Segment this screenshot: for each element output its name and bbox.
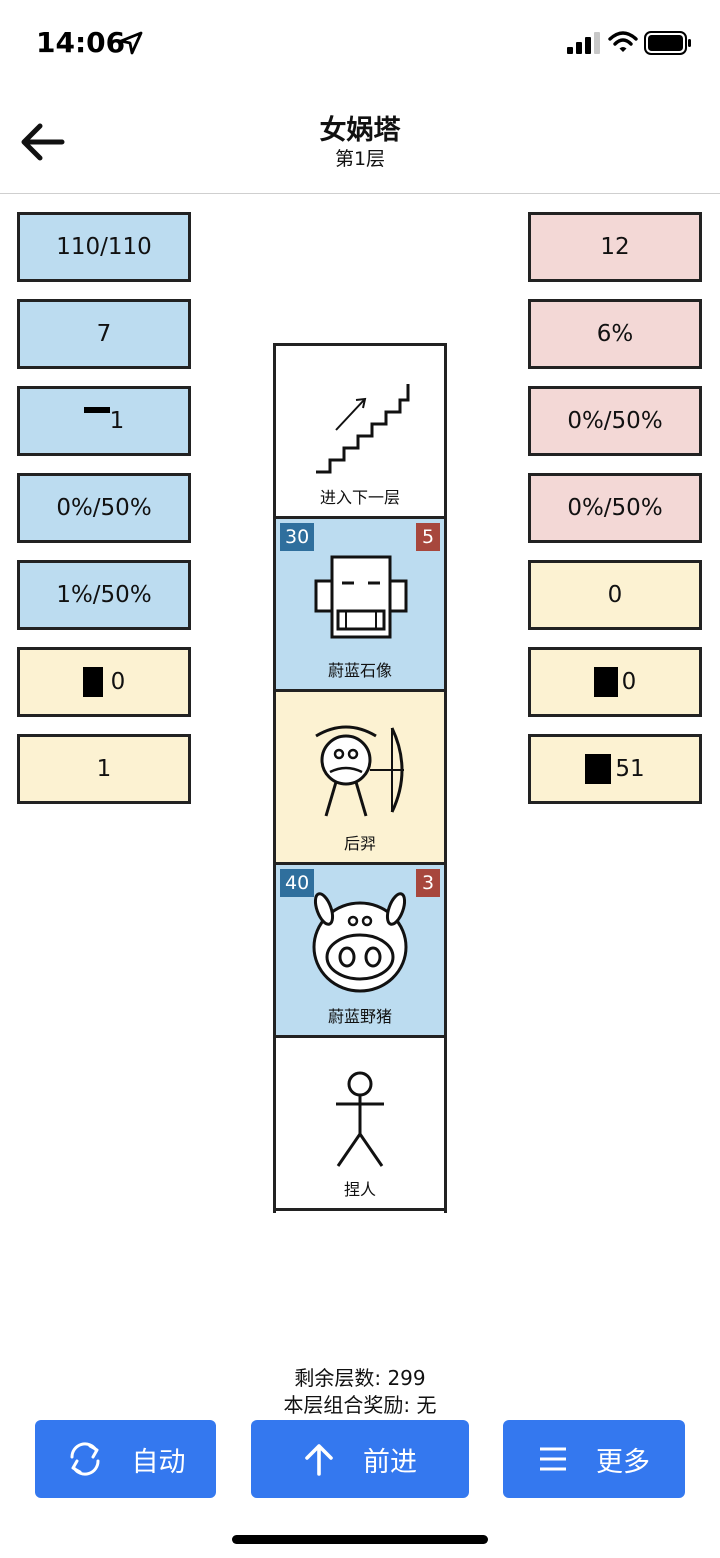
refresh-icon: [69, 1442, 100, 1476]
right-stat-6: 0: [528, 647, 702, 717]
page-subtitle: 第1层: [334, 148, 386, 170]
left-stat-item-1: 0: [17, 647, 191, 717]
cell-label: 蔚蓝石像: [327, 661, 392, 680]
right-stat-1: 12: [528, 212, 702, 282]
tower-cell-player[interactable]: 捏人: [276, 1038, 444, 1211]
floor-bonus: 本层组合奖励: 无: [283, 1393, 437, 1417]
more-button[interactable]: 更多: [503, 1420, 685, 1498]
left-stat-defense: 1: [17, 386, 191, 456]
auto-button-label: 自动: [131, 1446, 186, 1478]
right-stat-3: 0%/50%: [528, 386, 702, 456]
tower-column: 进入下一层 30 5 蔚蓝石像 后羿: [273, 343, 447, 1213]
more-button-label: 更多: [596, 1446, 650, 1478]
tower-cell-enemy[interactable]: 30 5 蔚蓝石像: [276, 519, 444, 692]
header: 女娲塔 第1层: [0, 96, 720, 194]
left-stat-item-2: 1: [17, 734, 191, 804]
right-stat-4: 0%/50%: [528, 473, 702, 543]
tower-cell-enemy[interactable]: 40 3 蔚蓝野猪: [276, 865, 444, 1038]
cell-label: 捏人: [343, 1180, 376, 1199]
wifi-icon: [608, 31, 638, 52]
page-title: 女娲塔: [319, 115, 401, 146]
battery-icon: [644, 31, 691, 55]
attack-badge: 30: [280, 523, 315, 551]
right-stat-5: 0: [528, 560, 702, 630]
auto-button[interactable]: 自动: [35, 1420, 216, 1498]
dash-glyph-icon: [83, 407, 110, 413]
left-stat-rate-2: 1%/50%: [17, 560, 191, 630]
defense-badge: 5: [416, 523, 440, 551]
signal-icon: [567, 32, 600, 54]
stairs-icon: [316, 384, 410, 474]
remaining-floors: 剩余层数: 299: [294, 1366, 426, 1390]
cell-label: 进入下一层: [319, 488, 400, 507]
status-time: 14:06: [36, 26, 126, 59]
block-glyph-icon: [82, 667, 103, 697]
back-arrow-icon[interactable]: [16, 116, 68, 168]
left-stat-hp: 110/110: [17, 212, 191, 282]
block-glyph-icon: [585, 754, 612, 784]
cell-label: 后羿: [343, 834, 376, 853]
advance-button[interactable]: 前进: [251, 1420, 469, 1498]
tower-cell-stairs[interactable]: 进入下一层: [276, 346, 444, 519]
attack-badge: 40: [280, 869, 315, 897]
stick-figure-icon: [336, 1071, 384, 1167]
menu-icon: [540, 1447, 566, 1471]
home-indicator[interactable]: [232, 1535, 488, 1544]
tower-cell-ally[interactable]: 后羿: [276, 692, 444, 865]
block-glyph-icon: [593, 667, 618, 697]
status-bar: 14:06: [0, 0, 720, 88]
arrow-up-icon: [305, 1444, 333, 1476]
left-stat-attack: 7: [17, 299, 191, 369]
cell-label: 蔚蓝野猪: [327, 1007, 392, 1026]
archer-icon: [315, 725, 404, 817]
left-stat-rate-1: 0%/50%: [17, 473, 191, 543]
stone-statue-icon: [314, 555, 408, 639]
boar-icon: [312, 892, 408, 993]
location-arrow-icon: [119, 31, 143, 55]
advance-button-label: 前进: [363, 1446, 417, 1478]
right-stat-7: 51: [528, 734, 702, 804]
defense-badge: 3: [416, 869, 440, 897]
right-stat-2: 6%: [528, 299, 702, 369]
